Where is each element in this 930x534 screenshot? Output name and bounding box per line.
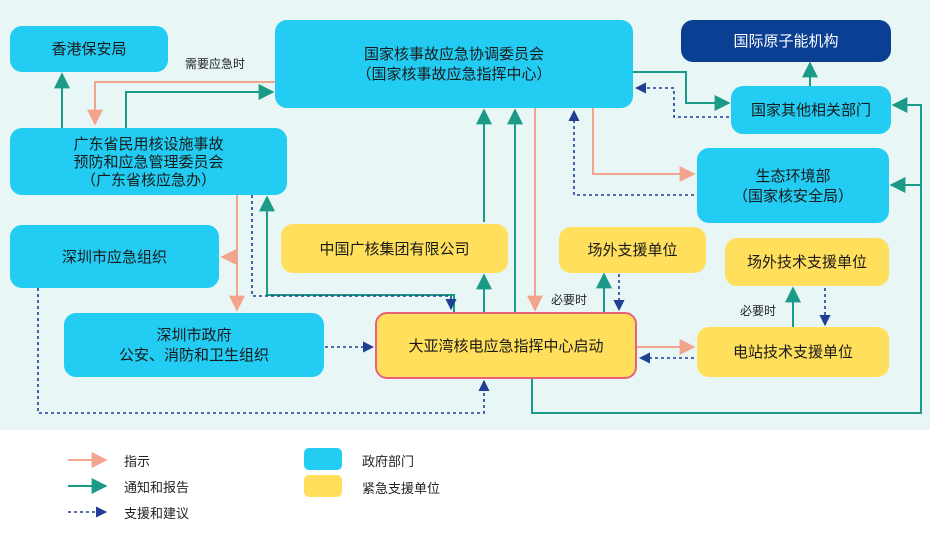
legend-notify-label: 通知和报告: [124, 481, 190, 496]
node-sz-gov: 深圳市政府 公安、消防和卫生组织: [64, 313, 324, 377]
edge-nsc-to-mee: [592, 108, 696, 182]
legend-support-swatch: [304, 475, 342, 497]
node-label-line1: 广东省民用核设施事故: [73, 134, 224, 153]
node-label: 香港保安局: [51, 40, 127, 58]
node-label: 国际原子能机构: [733, 32, 839, 50]
node-sz-emergency: 深圳市应急组织: [10, 225, 219, 288]
edge-mee-to-nsc: [568, 109, 694, 196]
node-label: 中国广核集团有限公司: [319, 239, 470, 258]
node-gd-committee: 广东省民用核设施事故 预防和应急管理委员会 （广东省核应急办）: [10, 128, 287, 195]
node-plant-tech: 电站技术支援单位: [697, 327, 889, 377]
node-mee: 生态环境部 （国家核安全局）: [697, 148, 889, 223]
edge-label-if-needed-offsite: 必要时: [551, 293, 588, 307]
node-label-line2: （国家核事故应急指挥中心）: [356, 65, 552, 83]
node-label: 国家其他相关部门: [750, 101, 871, 119]
legend-instruction-label: 指示: [124, 455, 151, 470]
node-label-line1: 深圳市政府: [156, 326, 232, 344]
node-label-line1: 生态环境部: [755, 166, 831, 185]
node-label-line2: 公安、消防和卫生组织: [118, 346, 269, 364]
node-label: 场外支援单位: [587, 241, 678, 259]
edge-gd-to-center: [251, 195, 457, 311]
edge-label-when-needed: 需要应急时: [185, 57, 246, 71]
node-offsite-tech: 场外技术支援单位: [725, 238, 889, 286]
legend-gov-swatch: [304, 448, 342, 470]
diagram-canvas: 香港保安局 国家核事故应急协调委员会 （国家核事故应急指挥中心） 国际原子能机构…: [0, 0, 930, 430]
legend-support-label: 支援和建议: [124, 507, 190, 522]
node-nsc: 国家核事故应急协调委员会 （国家核事故应急指挥中心）: [275, 20, 633, 108]
edge-gd-to-nsc: [125, 84, 275, 128]
legend-emergency-label: 紧急支援单位: [362, 482, 441, 497]
node-center: 大亚湾核电应急指挥中心启动: [375, 312, 637, 379]
connector-layer: [37, 61, 922, 414]
edge-nsc-to-other: [633, 71, 731, 111]
edge-other-to-nsc: [634, 82, 729, 118]
node-label: 深圳市应急组织: [61, 247, 167, 266]
node-iaea: 国际原子能机构: [681, 20, 891, 62]
node-label: 大亚湾核电应急指挥中心启动: [408, 336, 604, 355]
node-offsite-support: 场外支援单位: [559, 227, 706, 273]
edge-label-if-needed-tech: 必要时: [740, 304, 777, 318]
node-label: 场外技术支援单位: [746, 253, 867, 271]
node-label-line1: 国家核事故应急协调委员会: [363, 45, 544, 63]
edge-center-to-other: [531, 97, 922, 414]
node-other-depts: 国家其他相关部门: [731, 86, 891, 134]
node-cgn: 中国广核集团有限公司: [281, 224, 508, 273]
legend-gov-label: 政府部门: [362, 455, 415, 470]
legend-arrows: [68, 452, 108, 518]
node-label-line2: 预防和应急管理委员会: [73, 152, 224, 171]
node-label-line3: （广东省核应急办）: [80, 170, 216, 189]
node-hk-security: 香港保安局: [10, 26, 168, 72]
node-label-line2: （国家核安全局）: [732, 186, 853, 205]
node-label: 电站技术支援单位: [732, 343, 853, 361]
edge-szemg-to-center: [37, 288, 490, 414]
edge-nsc-to-gd: [87, 81, 275, 126]
